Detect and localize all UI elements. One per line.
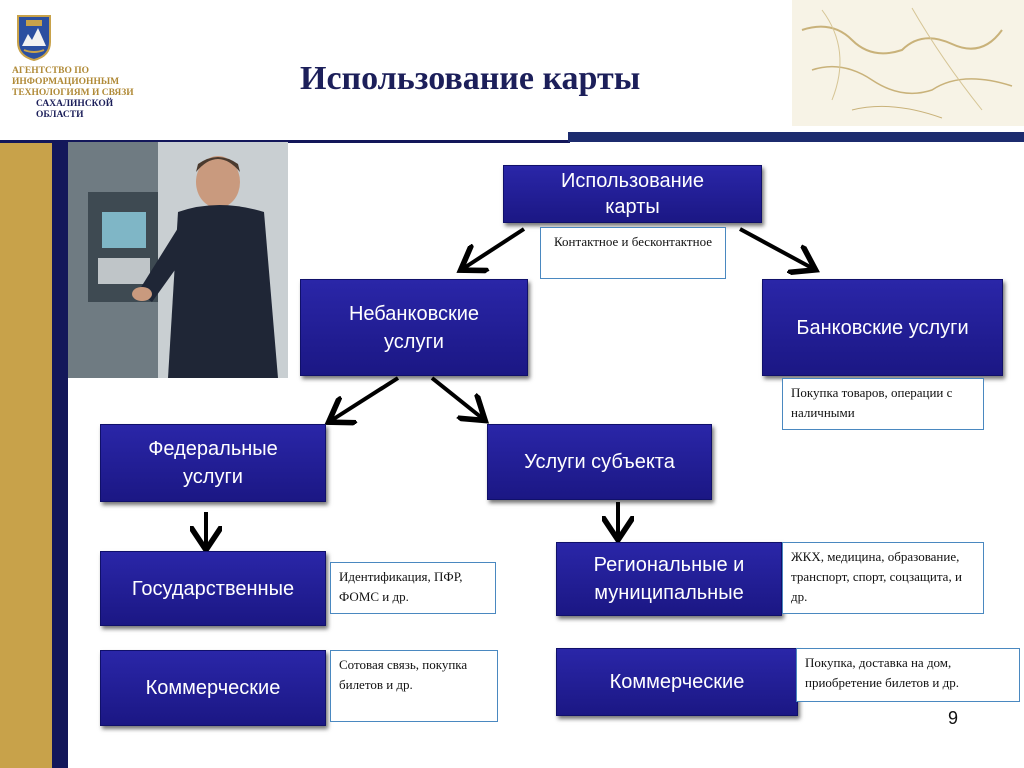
node-label: Коммерческие: [145, 677, 281, 699]
navy-side-strip: [52, 142, 68, 768]
node-state[interactable]: Государственные: [100, 551, 326, 626]
node-label: Региональные и муниципальные: [593, 554, 745, 604]
node-commercial-left[interactable]: Коммерческие: [100, 650, 326, 726]
logo-region-line: ОБЛАСТИ: [36, 110, 84, 120]
note-contact: Контактное и бесконтактное: [540, 227, 726, 279]
node-label: Банковские услуги: [796, 316, 969, 339]
logo-line: ИНФОРМАЦИОННЫМ: [12, 77, 120, 87]
node-regional[interactable]: Региональные и муниципальные: [556, 542, 782, 616]
node-card-usage[interactable]: Использование карты: [503, 165, 762, 223]
note-commercial-right: Покупка, доставка на дом, приобретение б…: [796, 648, 1020, 702]
page-title: Использование карты: [300, 60, 641, 97]
node-label: Федеральные услуги: [148, 438, 278, 488]
node-commercial-right[interactable]: Коммерческие: [556, 648, 798, 716]
node-nonbank-services[interactable]: Небанковские услуги: [300, 279, 528, 376]
arrow-root-to-bank: [739, 227, 812, 268]
header-divider-bar: [568, 132, 1024, 142]
logo-line: АГЕНТСТВО ПО: [12, 66, 90, 76]
gold-side-strip: [0, 142, 52, 768]
node-label: Использование карты: [561, 170, 704, 218]
node-federal-services[interactable]: Федеральные услуги: [100, 424, 326, 502]
arrow-nonbank-to-federal: [332, 376, 400, 420]
agency-name: АГЕНТСТВО ПО ИНФОРМАЦИОННЫМ ТЕХНОЛОГИЯМ …: [12, 66, 152, 121]
arrow-root-to-nonbank: [464, 227, 526, 268]
coat-of-arms-logo: [14, 12, 54, 62]
arrow-nonbank-to-subject: [430, 376, 482, 418]
node-label: Услуги субъекта: [524, 451, 675, 473]
note-commercial-left: Сотовая связь, покупка билетов и др.: [330, 650, 498, 722]
logo-line: ТЕХНОЛОГИЯМ И СВЯЗИ: [12, 88, 134, 98]
note-bank: Покупка товаров, операции с наличными: [782, 378, 984, 430]
page-number: 9: [948, 708, 959, 728]
note-state: Идентификация, ПФР, ФОМС и др.: [330, 562, 496, 614]
node-label: Коммерческие: [609, 671, 745, 693]
logo-region-line: САХАЛИНСКОЙ: [36, 99, 114, 109]
atm-user-photo: [68, 142, 288, 378]
node-bank-services[interactable]: Банковские услуги: [762, 279, 1003, 376]
node-subject-services[interactable]: Услуги субъекта: [487, 424, 712, 500]
note-regional: ЖКХ, медицина, образование, транспорт, с…: [782, 542, 984, 614]
map-illustration: [792, 0, 1024, 126]
node-label: Небанковские услуги: [348, 302, 480, 353]
node-label: Государственные: [131, 577, 295, 600]
header-divider: [0, 140, 570, 143]
